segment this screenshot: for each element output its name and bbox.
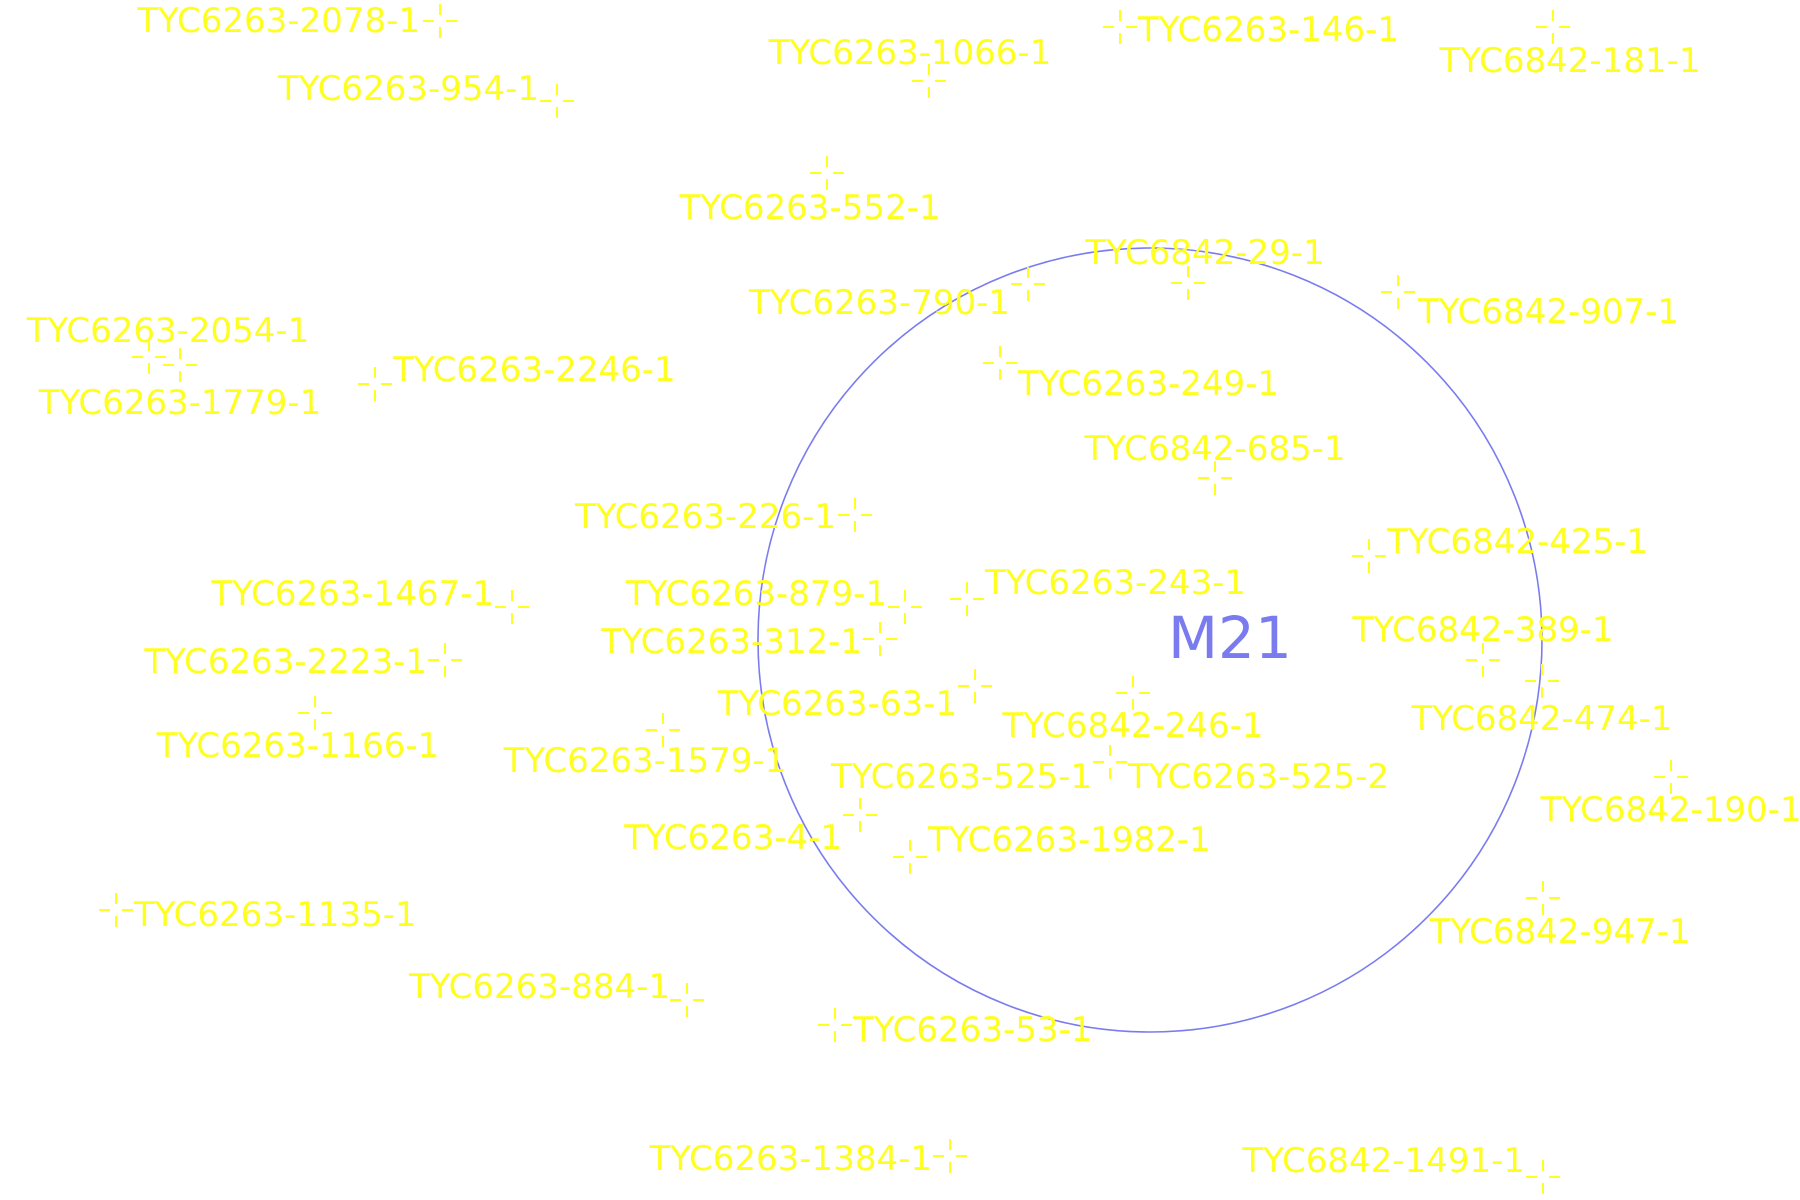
star-marker-tyc6263-2223-1 — [428, 643, 462, 677]
star-label-tyc6263-2054-1: TYC6263-2054-1 — [26, 311, 310, 351]
star-label-tyc6842-190-1: TYC6842-190-1 — [1539, 790, 1800, 830]
star-marker-tyc6263-2078-1 — [423, 4, 457, 38]
star-label-tyc6263-2078-1: TYC6263-2078-1 — [136, 1, 420, 41]
star-marker-tyc6842-246-1 — [1116, 676, 1150, 710]
star-marker-tyc6263-312-1 — [863, 622, 897, 656]
star-label-tyc6842-389-1: TYC6842-389-1 — [1351, 610, 1613, 650]
star-marker-tyc6263-4-1 — [843, 798, 877, 832]
star-label-tyc6263-552-1: TYC6263-552-1 — [678, 188, 940, 228]
star-marker-tyc6263-2054-1 — [132, 340, 166, 374]
star-marker-tyc6842-685-1 — [1198, 461, 1232, 495]
star-label-tyc6263-954-1: TYC6263-954-1 — [277, 69, 539, 109]
star-label-tyc6263-1579-1: TYC6263-1579-1 — [503, 741, 787, 781]
star-label-tyc6263-884-1: TYC6263-884-1 — [408, 967, 670, 1007]
star-label-tyc6842-947-1: TYC6842-947-1 — [1428, 912, 1690, 952]
star-label-tyc6263-1166-1: TYC6263-1166-1 — [156, 726, 440, 766]
star-marker-tyc6263-249-1 — [983, 346, 1017, 380]
star-marker-tyc6263-63-1 — [958, 669, 992, 703]
star-marker-tyc6263-552-1 — [810, 156, 844, 190]
star-label-tyc6263-63-1: TYC6263-63-1 — [717, 684, 957, 724]
star-marker-tyc6842-425-1 — [1352, 539, 1386, 573]
star-label-tyc6263-525-2: TYC6263-525-2 — [1127, 757, 1389, 797]
star-label-tyc6263-879-1: TYC6263-879-1 — [625, 574, 887, 614]
star-label-tyc6263-4-1: TYC6263-4-1 — [623, 818, 842, 858]
star-marker-tyc6263-525-2 — [1093, 745, 1127, 779]
star-marker-tyc6263-1135-1 — [99, 893, 133, 927]
star-marker-tyc6263-954-1 — [540, 84, 574, 118]
star-marker-tyc6263-2246-1 — [358, 367, 392, 401]
star-label-tyc6263-1982-1: TYC6263-1982-1 — [927, 820, 1211, 860]
star-marker-tyc6842-947-1 — [1526, 881, 1560, 915]
star-label-tyc6842-425-1: TYC6842-425-1 — [1386, 522, 1648, 562]
star-label-tyc6263-1066-1: TYC6263-1066-1 — [768, 33, 1052, 73]
star-label-tyc6842-685-1: TYC6842-685-1 — [1083, 429, 1345, 469]
star-marker-tyc6263-226-1 — [838, 498, 872, 532]
star-marker-tyc6263-790-1 — [1011, 267, 1045, 301]
star-marker-tyc6842-389-1 — [1466, 643, 1500, 677]
star-marker-tyc6263-884-1 — [670, 983, 704, 1017]
cluster-outline — [757, 247, 1543, 1033]
star-label-tyc6263-1467-1: TYC6263-1467-1 — [210, 574, 494, 614]
star-marker-tyc6263-1066-1 — [912, 64, 946, 98]
star-label-tyc6263-790-1: TYC6263-790-1 — [748, 283, 1010, 323]
star-marker-tyc6263-1982-1 — [893, 840, 927, 874]
star-label-tyc6263-53-1: TYC6263-53-1 — [852, 1010, 1092, 1050]
star-marker-tyc6842-29-1 — [1171, 266, 1205, 300]
star-label-tyc6263-226-1: TYC6263-226-1 — [574, 497, 836, 537]
star-label-tyc6263-2246-1: TYC6263-2246-1 — [392, 350, 676, 390]
star-label-tyc6263-2223-1: TYC6263-2223-1 — [143, 642, 427, 682]
star-label-tyc6263-1384-1: TYC6263-1384-1 — [648, 1139, 932, 1179]
star-marker-tyc6263-1467-1 — [495, 590, 529, 624]
star-marker-tyc6263-146-1 — [1103, 10, 1137, 44]
star-marker-tyc6842-190-1 — [1654, 760, 1688, 794]
star-label-tyc6263-1779-1: TYC6263-1779-1 — [38, 383, 322, 423]
star-label-tyc6263-525-1: TYC6263-525-1 — [830, 757, 1092, 797]
star-label-tyc6842-474-1: TYC6842-474-1 — [1410, 699, 1672, 739]
star-label-tyc6263-312-1: TYC6263-312-1 — [600, 622, 862, 662]
star-label-tyc6842-246-1: TYC6842-246-1 — [1001, 706, 1263, 746]
star-label-tyc6263-1135-1: TYC6263-1135-1 — [133, 895, 417, 935]
star-marker-tyc6842-907-1 — [1381, 275, 1415, 309]
cluster-label: M21 — [1168, 604, 1292, 672]
star-label-tyc6263-146-1: TYC6263-146-1 — [1137, 10, 1399, 50]
star-marker-tyc6263-53-1 — [818, 1008, 852, 1042]
star-label-tyc6263-243-1: TYC6263-243-1 — [984, 563, 1246, 603]
star-marker-tyc6263-1166-1 — [298, 696, 332, 730]
star-marker-tyc6842-1491-1 — [1526, 1160, 1560, 1194]
star-marker-tyc6842-474-1 — [1525, 664, 1559, 698]
star-marker-tyc6263-243-1 — [950, 582, 984, 616]
star-label-tyc6842-907-1: TYC6842-907-1 — [1417, 292, 1679, 332]
star-marker-tyc6263-1384-1 — [933, 1139, 967, 1173]
star-marker-tyc6842-181-1 — [1536, 10, 1570, 44]
star-label-tyc6842-181-1: TYC6842-181-1 — [1438, 41, 1700, 81]
star-marker-tyc6263-1779-1 — [163, 348, 197, 382]
star-label-tyc6263-249-1: TYC6263-249-1 — [1017, 364, 1279, 404]
star-label-tyc6842-29-1: TYC6842-29-1 — [1084, 233, 1324, 273]
star-marker-tyc6263-1579-1 — [646, 713, 680, 747]
star-label-tyc6842-1491-1: TYC6842-1491-1 — [1241, 1141, 1525, 1181]
star-marker-tyc6263-879-1 — [888, 590, 922, 624]
